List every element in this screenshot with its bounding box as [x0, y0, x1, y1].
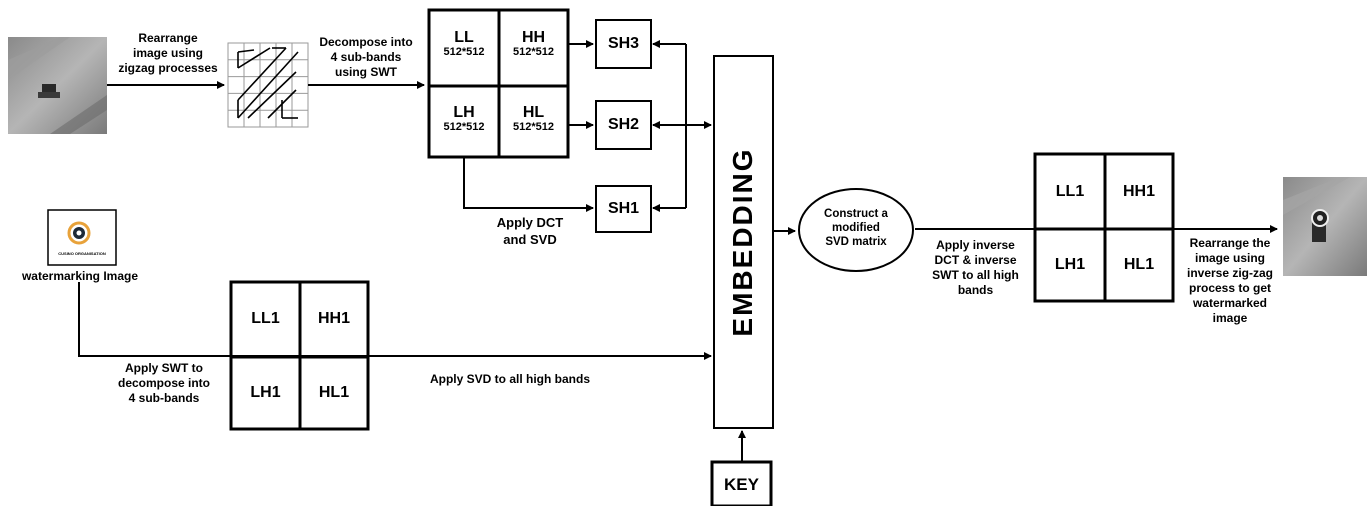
construct-line: SVD matrix — [804, 235, 908, 249]
watermark-swt-line: 4 sub-bands — [108, 391, 220, 406]
subband-size: 512*512 — [429, 45, 499, 60]
subband-name: LL — [429, 30, 499, 45]
dct-svd-step-label: Apply DCT and SVD — [480, 214, 580, 248]
arrow-watermark-to-embedding — [79, 282, 711, 356]
construct-line: modified — [804, 221, 908, 235]
zigzag-path — [238, 48, 298, 118]
inverse-step-label: Apply inverse DCT & inverse SWT to all h… — [918, 238, 1033, 298]
output-subbands — [1035, 154, 1173, 301]
subband-hh-label: HH 512*512 — [499, 30, 568, 60]
construct-label: Construct a modified SVD matrix — [804, 207, 908, 249]
wm-subband-hl1: HL1 — [300, 384, 368, 402]
subband-name: HH — [499, 30, 568, 45]
zigzag-step-line: Rearrange — [112, 31, 224, 46]
sh2-label: SH2 — [596, 116, 651, 134]
watermark-subbands — [231, 282, 368, 429]
out-subband-hl1: HL1 — [1105, 256, 1173, 274]
sh3-label: SH3 — [596, 35, 651, 53]
subband-size: 512*512 — [429, 120, 499, 135]
watermark-image-label: watermarking Image — [0, 269, 160, 284]
watermark-logo-text: CUSINO ORGANISATION — [48, 251, 116, 256]
subband-name: HL — [499, 105, 568, 120]
cover-image — [8, 37, 107, 134]
swt-step-label: Decompose into 4 sub-bands using SWT — [310, 35, 422, 80]
zigzag-step-line: image using — [112, 46, 224, 61]
subband-name: LH — [429, 105, 499, 120]
rearrange-line: process to get — [1175, 281, 1285, 296]
inverse-step-line: bands — [918, 283, 1033, 298]
svd-high-bands-label: Apply SVD to all high bands — [410, 372, 610, 387]
sh1-label: SH1 — [596, 200, 651, 218]
watermark-swt-line: decompose into — [108, 376, 220, 391]
wm-subband-hh1: HH1 — [300, 310, 368, 328]
rearrange-line: image using — [1175, 251, 1285, 266]
inverse-step-line: DCT & inverse — [918, 253, 1033, 268]
embedding-label: EMBEDDING — [727, 147, 759, 336]
subband-size: 512*512 — [499, 120, 568, 135]
dct-svd-line: Apply DCT — [480, 214, 580, 231]
construct-line: Construct a — [804, 207, 908, 221]
swt-step-line: using SWT — [310, 65, 422, 80]
key-label: KEY — [712, 475, 771, 495]
watermarked-image — [1283, 177, 1367, 276]
watermark-logo-image — [48, 210, 116, 265]
wm-subband-lh1: LH1 — [231, 384, 300, 402]
inverse-step-line: SWT to all high — [918, 268, 1033, 283]
dct-svd-line: and SVD — [480, 231, 580, 248]
rearrange-line: Rearrange the — [1175, 236, 1285, 251]
wm-subband-ll1: LL1 — [231, 310, 300, 328]
zigzag-step-line: zigzag processes — [112, 61, 224, 76]
subband-lh-label: LH 512*512 — [429, 105, 499, 135]
inverse-step-line: Apply inverse — [918, 238, 1033, 253]
watermark-swt-step-label: Apply SWT to decompose into 4 sub-bands — [108, 361, 220, 406]
subband-hl-label: HL 512*512 — [499, 105, 568, 135]
subband-size: 512*512 — [499, 45, 568, 60]
zigzag-step-label: Rearrange image using zigzag processes — [112, 31, 224, 76]
out-subband-ll1: LL1 — [1035, 183, 1105, 201]
out-subband-hh1: HH1 — [1105, 183, 1173, 201]
rearrange-line: image — [1175, 311, 1285, 326]
out-subband-lh1: LH1 — [1035, 256, 1105, 274]
rearrange-line: watermarked — [1175, 296, 1285, 311]
rearrange-line: inverse zig-zag — [1175, 266, 1285, 281]
arrow-lh-to-sh1 — [464, 157, 593, 208]
watermark-swt-line: Apply SWT to — [108, 361, 220, 376]
subband-ll-label: LL 512*512 — [429, 30, 499, 60]
swt-step-line: 4 sub-bands — [310, 50, 422, 65]
rearrange-step-label: Rearrange the image using inverse zig-za… — [1175, 236, 1285, 326]
swt-step-line: Decompose into — [310, 35, 422, 50]
